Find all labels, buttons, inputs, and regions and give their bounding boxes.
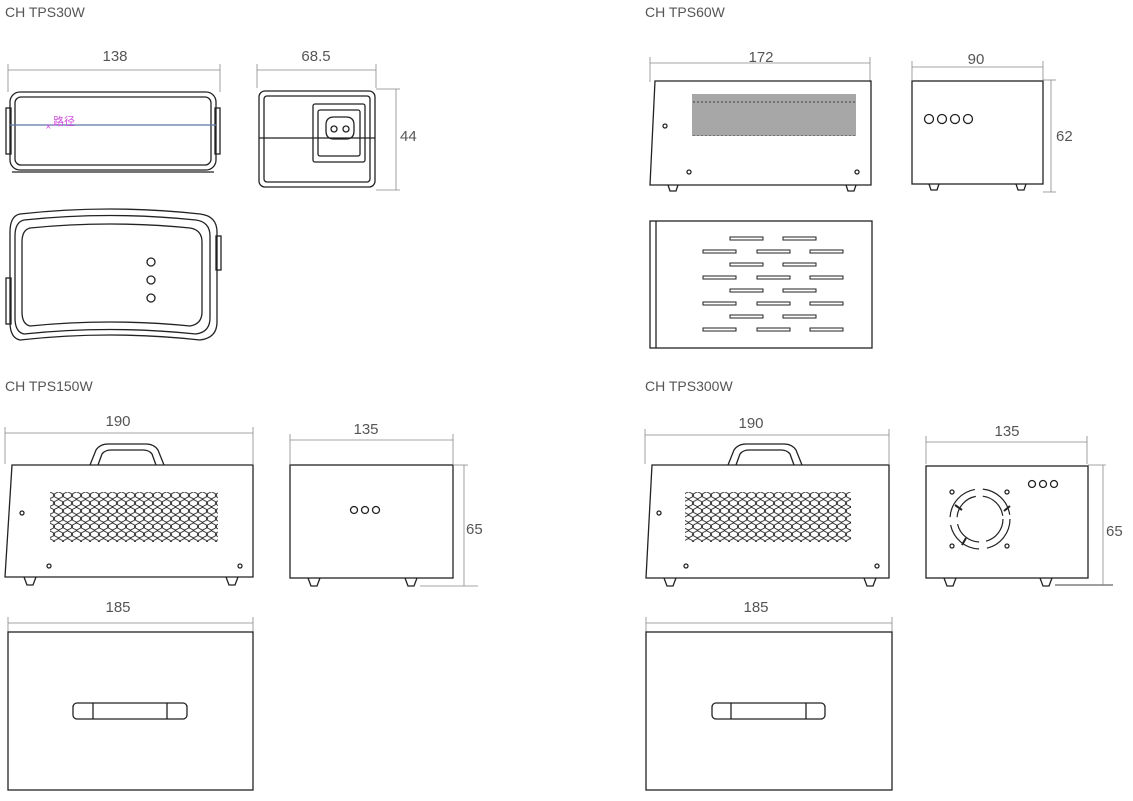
front-view [649, 80, 872, 192]
width-dimension: 190 [4, 413, 254, 464]
depth-dimension: 135 [289, 421, 454, 464]
fan-icon [949, 488, 1011, 550]
width-dimension: 172 [649, 49, 871, 82]
height-dimension: 44 [376, 88, 417, 191]
model-tps150w: CH TPS150W 190 135 [4, 378, 483, 791]
depth-label: 135 [994, 423, 1019, 440]
width-label: 138 [102, 48, 127, 65]
width-label: 190 [105, 413, 130, 430]
model-title: CH TPS300W [645, 378, 733, 394]
model-title: CH TPS150W [5, 378, 93, 394]
width-dimension: 138 [7, 48, 221, 92]
side-view [911, 80, 1044, 191]
height-label: 62 [1056, 128, 1073, 145]
top-width-dimension: 185 [645, 599, 893, 632]
svg-text:×: × [45, 122, 52, 131]
height-label: 65 [466, 521, 483, 538]
model-title: CH TPS60W [645, 4, 726, 20]
height-label: 65 [1106, 523, 1123, 540]
width-dimension: 190 [644, 415, 890, 464]
top-width-label: 185 [743, 599, 768, 616]
top-view [7, 631, 254, 791]
width-label: 190 [738, 415, 763, 432]
height-dimension: 65 [1055, 464, 1123, 586]
side-view [289, 464, 454, 587]
depth-label: 90 [968, 51, 985, 68]
top-view [5, 208, 222, 341]
side-view [258, 90, 376, 188]
model-tps60w: CH TPS60W 172 90 [645, 4, 1073, 349]
top-view [645, 631, 893, 791]
top-width-label: 185 [105, 599, 130, 616]
height-label: 44 [400, 128, 417, 145]
top-view [649, 220, 873, 349]
path-annotation: 路径 [53, 115, 75, 128]
top-width-dimension: 185 [7, 599, 254, 632]
height-dimension: 62 [1043, 79, 1073, 193]
width-label: 172 [748, 49, 773, 66]
depth-dimension: 68.5 [256, 48, 377, 88]
depth-label: 135 [353, 421, 378, 438]
model-title: CH TPS30W [5, 4, 86, 20]
model-tps30w: CH TPS30W 138 路径 × 68.5 [5, 4, 417, 341]
front-view [4, 443, 254, 586]
side-view [925, 465, 1089, 587]
depth-label: 68.5 [301, 48, 330, 65]
front-view: 路径 × [5, 91, 221, 173]
model-tps300w: CH TPS300W 190 135 [644, 378, 1123, 791]
front-view [645, 443, 890, 587]
depth-dimension: 135 [925, 423, 1088, 464]
depth-dimension: 90 [911, 51, 1044, 80]
height-dimension: 65 [420, 464, 483, 587]
